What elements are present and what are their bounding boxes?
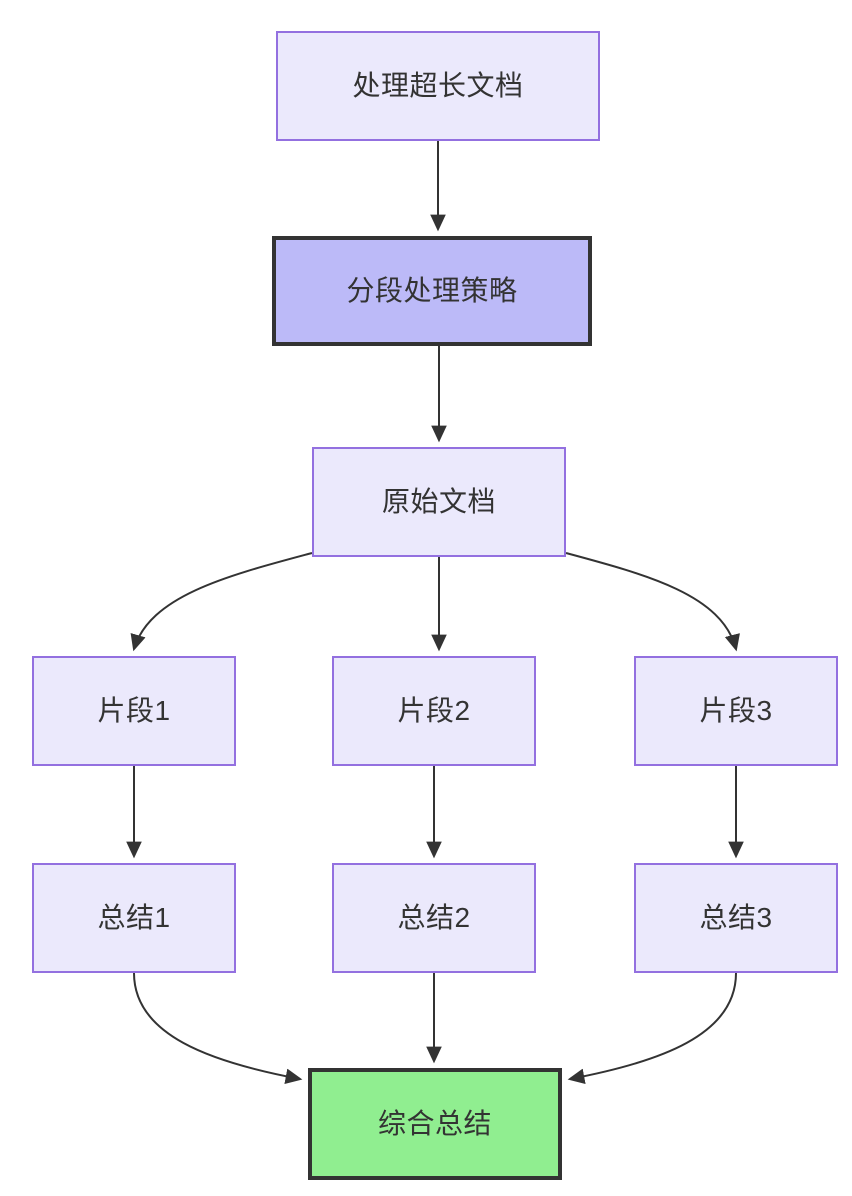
node-fragment-2[interactable]: 片段2 (332, 656, 536, 766)
node-label: 总结3 (699, 902, 773, 934)
node-label: 原始文档 (381, 486, 496, 518)
node-summary-3[interactable]: 总结3 (634, 863, 838, 973)
node-label: 处理超长文档 (352, 70, 524, 102)
node-label: 总结2 (397, 902, 471, 934)
edge-source-doc-to-fragment-3 (565, 552, 740, 652)
node-summary-1[interactable]: 总结1 (32, 863, 236, 973)
edge-source-doc-to-fragment-1 (130, 552, 313, 652)
node-final-summary[interactable]: 综合总结 (308, 1068, 562, 1180)
node-label: 分段处理策略 (346, 275, 518, 307)
node-source-doc[interactable]: 原始文档 (312, 447, 566, 557)
node-chunk-strategy[interactable]: 分段处理策略 (272, 236, 592, 346)
node-label: 片段3 (699, 695, 773, 727)
edge-summary-1-to-final-summary (133, 972, 303, 1084)
node-summary-2[interactable]: 总结2 (332, 863, 536, 973)
node-label: 总结1 (97, 902, 171, 934)
node-process-long-doc[interactable]: 处理超长文档 (276, 31, 600, 141)
node-fragment-1[interactable]: 片段1 (32, 656, 236, 766)
edge-summary-3-to-final-summary (567, 972, 737, 1084)
node-label: 片段2 (397, 695, 471, 727)
node-fragment-3[interactable]: 片段3 (634, 656, 838, 766)
node-label: 片段1 (97, 695, 171, 727)
node-label: 综合总结 (377, 1108, 492, 1140)
